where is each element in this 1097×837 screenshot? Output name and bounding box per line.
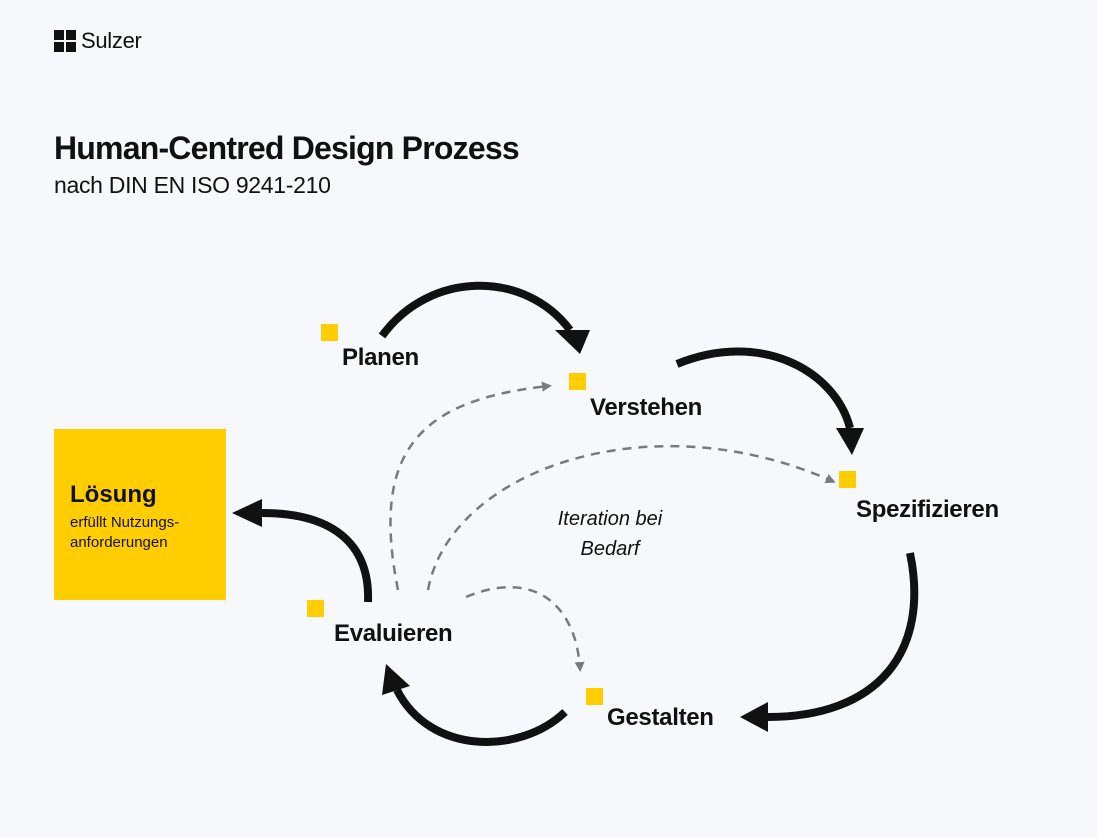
step-gestalten: Gestalten [607,704,714,731]
marker-evaluieren [307,600,324,617]
marker-planen [321,324,338,341]
arrow-verstehen-spezifizieren [675,347,854,430]
solution-title: Lösung [70,481,157,508]
dashed-arrow-evaluieren-gestalten [465,586,585,672]
step-spezifizieren: Spezifizieren [856,496,999,523]
step-verstehen: Verstehen [590,394,703,421]
arrowhead-gestalten-evaluieren [382,664,410,695]
iteration-note: Iteration bei Bedarf [557,508,663,560]
marker-gestalten [586,688,603,705]
arrowhead-planen-verstehen [555,330,590,354]
page-subtitle: nach DIN EN ISO 9241-210 [54,172,331,198]
arrowhead-spezifizieren-gestalten [740,702,768,732]
sulzer-logo: Sulzer [54,28,142,54]
dashed-arrow-evaluieren-spezifizieren [426,444,836,591]
step-planen: Planen [342,344,419,371]
step-evaluieren: Evaluieren [334,620,453,647]
brand-name: Sulzer [81,28,142,53]
arrow-spezifizieren-gestalten [764,552,919,722]
dashed-arrow-evaluieren-verstehen [389,381,552,591]
arrow-planen-verstehen [378,281,574,339]
arrow-evaluieren-loesung [261,509,373,603]
marker-spezifizieren [839,471,856,488]
marker-verstehen [569,373,586,390]
sulzer-logo-icon [54,30,76,52]
solution-box: Lösung erfüllt Nutzungs-anforderungen [54,429,226,600]
page-title: Human-Centred Design Prozess [54,130,520,166]
arrow-gestalten-evaluieren [393,688,568,746]
arrowhead-verstehen-spezifizieren [836,428,864,455]
arrowhead-evaluieren-loesung [232,499,262,527]
solution-text: erfüllt Nutzungs-anforderungen [70,514,180,551]
